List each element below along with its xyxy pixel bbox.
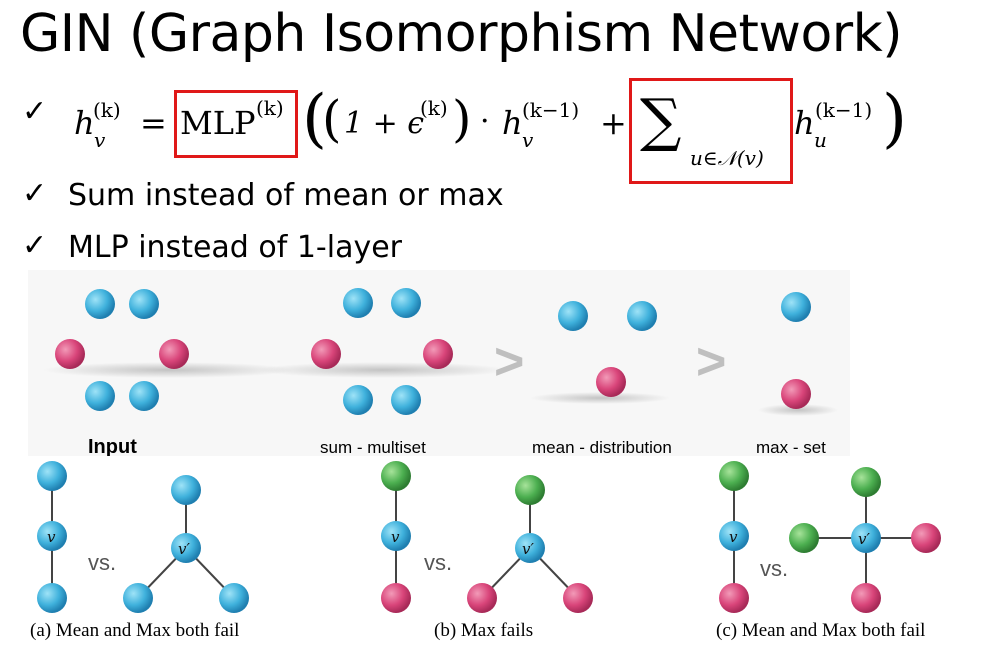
center-node-vprime: [171, 533, 201, 563]
formula-sup-km1: (k−1): [522, 98, 580, 122]
blue-node: [391, 288, 421, 318]
caption-c: (c) Mean and Max both fail: [716, 620, 926, 641]
formula: h v (k) = MLP (k) ( ( 1 + ϵ (k) ) · h v …: [0, 0, 1003, 190]
label-input: Input: [88, 436, 137, 456]
formula-sum-sub: u∈𝒩(v): [690, 146, 764, 170]
green-node: [381, 461, 411, 491]
caption-b: (b) Max fails: [434, 620, 534, 641]
center-node-vprime: [515, 533, 545, 563]
slide-title: GIN (Graph Isomorphism Network): [20, 4, 903, 64]
blue-node: [781, 292, 811, 322]
center-node-vprime: [851, 523, 881, 553]
check-icon: ✓: [22, 228, 48, 263]
formula-paren-close-inner: ): [452, 90, 472, 148]
formula-plus: +: [600, 104, 627, 142]
center-node-v: [719, 521, 749, 551]
caption-a: (a) Mean and Max both fail: [30, 620, 240, 641]
label-mean: mean - distribution: [532, 438, 672, 456]
formula-sup-km1b: (k−1): [815, 98, 873, 122]
floor-shadow: [43, 362, 293, 378]
blue-node: [123, 583, 153, 613]
pink-node: [381, 583, 411, 613]
greater-than-icon: >: [696, 333, 727, 391]
formula-dot: ·: [480, 104, 490, 139]
vs-label: vs.: [760, 556, 789, 581]
green-node: [851, 467, 881, 497]
formula-eps-sup: (k): [420, 96, 448, 120]
formula-paren-open-inner: (: [322, 90, 342, 148]
pink-node: [423, 339, 453, 369]
aggregation-figure-svg: [43, 288, 838, 416]
vs-label: vs.: [88, 550, 117, 575]
greater-than-icon: >: [494, 333, 525, 391]
pink-node: [311, 339, 341, 369]
pink-node: [851, 583, 881, 613]
failure-cases-svg: v v′ v v′ v v: [37, 461, 941, 613]
mlp-highlight-box: [174, 90, 298, 158]
label-sum: sum - multiset: [320, 438, 426, 456]
pink-node: [55, 339, 85, 369]
formula-equals: =: [140, 104, 167, 142]
label-max: max - set: [756, 438, 826, 456]
formula-h: h: [74, 104, 95, 142]
floor-shadow: [258, 362, 508, 378]
sum-highlight-box: [629, 78, 793, 184]
pink-node: [596, 367, 626, 397]
blue-node: [343, 288, 373, 318]
formula-one-plus-eps: 1 + ϵ: [344, 106, 425, 141]
pink-node: [159, 339, 189, 369]
formula-sub-u: u: [814, 128, 827, 152]
formula-sigma: ∑: [640, 86, 682, 154]
failure-cases-figure: v v′ v v′ v v: [0, 452, 1003, 657]
blue-node: [171, 475, 201, 505]
node-label-v: v: [729, 528, 738, 546]
blue-node: [37, 583, 67, 613]
blue-node: [129, 381, 159, 411]
pink-node: [911, 523, 941, 553]
blue-node: [85, 381, 115, 411]
floor-shadow: [530, 392, 670, 404]
bullet-sum: Sum instead of mean or max: [68, 178, 504, 213]
node-label-v: v: [47, 528, 56, 546]
node-label-vprime: v′: [858, 530, 870, 548]
floor-shadow: [758, 404, 838, 416]
center-node-v: [381, 521, 411, 551]
vs-label: vs.: [424, 550, 453, 575]
center-node-v: [37, 521, 67, 551]
check-icon: ✓: [22, 94, 48, 129]
pink-node: [563, 583, 593, 613]
pink-node: [781, 379, 811, 409]
formula-paren-open-outer: (: [302, 82, 327, 156]
bullet-mlp: MLP instead of 1-layer: [68, 230, 403, 265]
blue-node: [219, 583, 249, 613]
blue-node: [343, 385, 373, 415]
formula-sup-k: (k): [93, 98, 121, 122]
formula-h2: h: [502, 104, 523, 142]
pink-node: [719, 583, 749, 613]
blue-node: [129, 289, 159, 319]
blue-node: [391, 385, 421, 415]
formula-sub-v: v: [94, 128, 106, 152]
formula-paren-close-outer: ): [882, 82, 907, 156]
blue-node: [627, 301, 657, 331]
node-label-v: v: [391, 528, 400, 546]
node-label-vprime: v′: [522, 540, 534, 558]
green-node: [515, 475, 545, 505]
formula-h3: h: [794, 104, 815, 142]
pink-node: [467, 583, 497, 613]
blue-node: [558, 301, 588, 331]
formula-mlp-sup: (k): [256, 96, 284, 120]
blue-node: [37, 461, 67, 491]
blue-node: [85, 289, 115, 319]
formula-sub-v2: v: [522, 128, 534, 152]
node-label-vprime: v′: [178, 540, 190, 558]
aggregation-figure: > > Input sum - multiset mean - distribu…: [28, 270, 850, 456]
formula-mlp: MLP: [180, 104, 256, 142]
check-icon: ✓: [22, 176, 48, 211]
green-node: [719, 461, 749, 491]
green-node: [789, 523, 819, 553]
